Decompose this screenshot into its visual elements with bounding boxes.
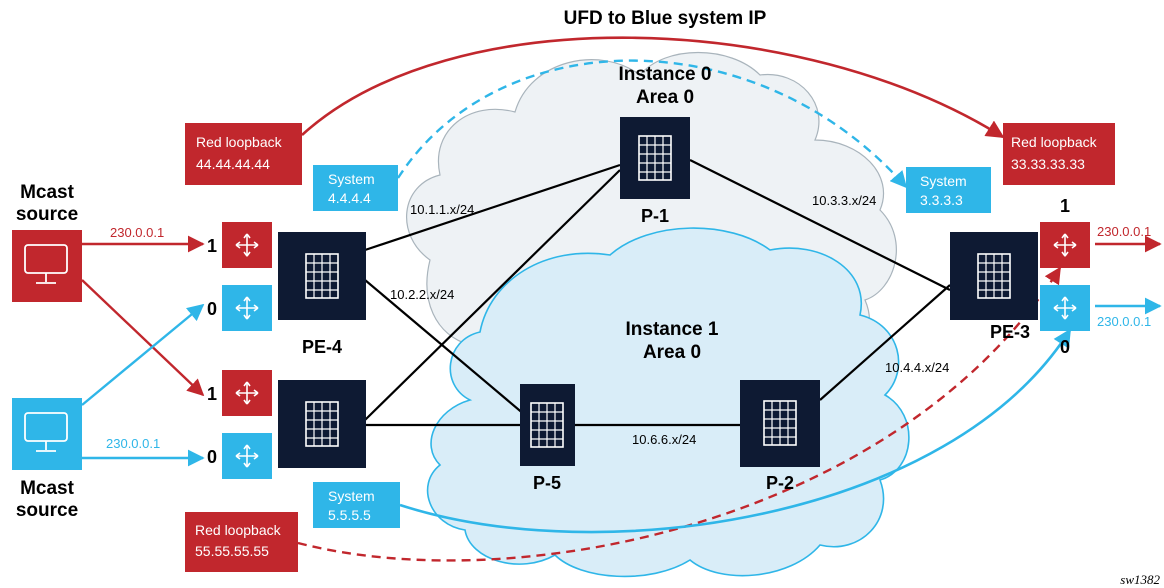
port-pe4-bot-red: 1 [207, 384, 217, 404]
link-label-10-4-4: 10.4.4.x/24 [885, 360, 949, 375]
router-p5 [520, 384, 575, 466]
instance0-area-label: Area 0 [636, 87, 694, 108]
system-blue-solid-path [399, 328, 1072, 534]
router-p5-label: P-5 [533, 473, 561, 493]
port-pe4-top-blue: 0 [207, 299, 217, 319]
router-pe3-label: PE-3 [990, 322, 1030, 342]
pe3-blue-router-icon [1040, 285, 1090, 331]
pe4-bottom-blue-router-icon [222, 433, 272, 479]
link-label-10-3-3: 10.3.3.x/24 [812, 193, 876, 208]
system-4-box: System 4.4.4.4 [313, 165, 398, 211]
port-pe4-bot-blue: 0 [207, 447, 217, 467]
red-loopback-33-box: Red loopback 33.33.33.33 [1003, 123, 1115, 185]
link-label-10-6-6: 10.6.6.x/24 [632, 432, 696, 447]
system-3-line1: System [920, 173, 967, 189]
system-4-line2: 4.4.4.4 [328, 190, 371, 206]
link-label-10-1-1: 10.1.1.x/24 [410, 202, 474, 217]
src-top-to-pe4bot-red [81, 279, 205, 397]
system-3-box: System 3.3.3.3 [906, 167, 991, 213]
pe3-red-router-icon [1040, 222, 1090, 268]
red-loopback-44-line2: 44.44.44.44 [196, 156, 270, 172]
ufd-red-arc [301, 36, 1005, 139]
router-p1 [620, 117, 690, 199]
pe4-bottom-red-router-icon [222, 370, 272, 416]
system-3-line2: 3.3.3.3 [920, 192, 963, 208]
port-pe3-blue: 0 [1060, 337, 1070, 357]
source-bottom-label-line2: source [16, 500, 78, 521]
router-pe4-bottom [278, 380, 366, 468]
source-top-label-line2: source [16, 204, 78, 225]
red-loopback-33-line2: 33.33.33.33 [1011, 156, 1085, 172]
links [364, 159, 951, 427]
figure-id: sw1382 [1120, 572, 1160, 587]
red-loopback-55-line2: 55.55.55.55 [195, 543, 269, 559]
source-bottom-label-line1: Mcast [20, 478, 75, 499]
router-p1-label: P-1 [641, 206, 669, 226]
red-loopback-55-line1: Red loopback [195, 522, 282, 538]
red-loopback-44-line1: Red loopback [196, 134, 283, 150]
link-label-10-2-2: 10.2.2.x/24 [390, 287, 454, 302]
red-loopback-55-box: Red loopback 55.55.55.55 [185, 512, 298, 572]
red-loopback-dashed-path [297, 266, 1062, 562]
port-pe4-top-red: 1 [207, 236, 217, 256]
system-blue-dashed-arc [396, 59, 908, 189]
system-4-line1: System [328, 171, 375, 187]
router-pe4-top [278, 232, 366, 320]
group-right-red: 230.0.0.1 [1097, 224, 1151, 239]
diagram-title: UFD to Blue system IP [564, 8, 767, 29]
system-5-line2: 5.5.5.5 [328, 507, 371, 523]
group-left-blue: 230.0.0.1 [106, 436, 160, 451]
source-bottom-computer-icon [12, 398, 82, 470]
instance0-label: Instance 0 [619, 64, 712, 85]
router-p2 [740, 380, 820, 467]
group-right-blue: 230.0.0.1 [1097, 314, 1151, 329]
source-top-label-line1: Mcast [20, 182, 75, 203]
group-left-red: 230.0.0.1 [110, 225, 164, 240]
router-pe3 [950, 232, 1038, 320]
source-top-computer-icon [12, 230, 82, 302]
instance1-area-label: Area 0 [643, 342, 701, 363]
router-p2-label: P-2 [766, 473, 794, 493]
pe4-top-blue-router-icon [222, 285, 272, 331]
red-loopback-33-line1: Red loopback [1011, 134, 1098, 150]
system-5-line1: System [328, 488, 375, 504]
router-pe4-label: PE-4 [302, 337, 342, 357]
port-pe3-red: 1 [1060, 196, 1070, 216]
instance1-label: Instance 1 [626, 319, 719, 340]
pe4-top-red-router-icon [222, 222, 272, 268]
system-5-box: System 5.5.5.5 [313, 482, 400, 528]
src-bot-to-pe4top-blue [81, 303, 205, 406]
red-loopback-44-box: Red loopback 44.44.44.44 [185, 123, 302, 185]
